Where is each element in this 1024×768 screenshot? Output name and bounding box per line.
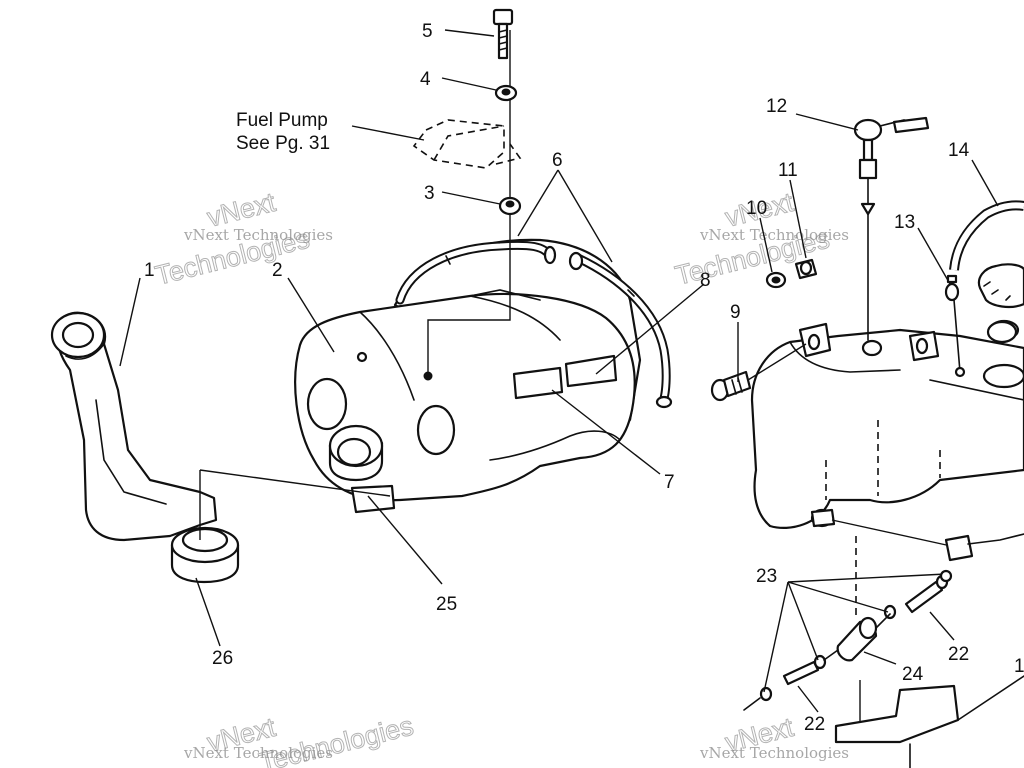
callout-26: 26 <box>212 648 233 669</box>
watermark-left-top: vNext Technologies vNext Technologies <box>152 186 333 291</box>
watermark-right-bottom: vNext vNext Technologies <box>699 711 849 762</box>
watermark-brand-full: vNext Technologies <box>699 744 849 762</box>
fitting-13-part <box>944 274 966 378</box>
callout-11: 11 <box>778 160 798 181</box>
callout-13: 13 <box>894 212 915 233</box>
tank-outlet-fitting <box>328 424 384 482</box>
callout-8: 8 <box>700 270 711 291</box>
callout-3: 3 <box>424 183 435 204</box>
callout-24: 24 <box>902 664 924 685</box>
fastener-10-11 <box>765 258 818 289</box>
callout-12: 12 <box>766 96 787 117</box>
seal-ring-right <box>986 320 1018 344</box>
callout-22-right: 22 <box>948 644 969 665</box>
decal-plate-part <box>199 469 396 540</box>
vent-hose-part <box>395 240 673 409</box>
oil-tank-cap <box>977 263 1024 309</box>
fuel-pump-note: Fuel Pump See Pg. 31 <box>236 110 330 154</box>
callout-23: 23 <box>756 566 777 587</box>
fuel-pump-note-line1: Fuel Pump <box>236 110 328 131</box>
callout-9: 9 <box>730 302 741 323</box>
grommet-part <box>170 526 240 584</box>
leader-lines <box>119 29 999 713</box>
callout-1-right: 1 <box>1014 656 1024 677</box>
callout-labels: 5 4 3 6 2 1 8 7 25 26 9 10 11 12 13 14 2… <box>144 21 1024 735</box>
callout-6: 6 <box>552 150 563 171</box>
watermark-brand-full: vNext Technologies <box>183 226 333 244</box>
fuel-pump-stack <box>412 8 522 372</box>
watermark-left-bottom: vNext Technologies vNext Technologies <box>183 710 417 768</box>
callout-7: 7 <box>664 472 675 493</box>
dipstick-sender-part <box>853 116 930 341</box>
callout-5: 5 <box>422 21 433 42</box>
callout-10: 10 <box>746 198 767 219</box>
callout-22-left: 22 <box>804 714 825 735</box>
hose-14-part <box>949 200 1024 271</box>
callout-2: 2 <box>272 260 283 281</box>
bottom-bracket-part <box>834 675 1024 768</box>
watermark-brand-full: vNext Technologies <box>183 744 333 762</box>
callout-4: 4 <box>420 69 431 90</box>
fuel-line-assembly <box>743 519 1024 736</box>
filler-neck-part <box>50 311 218 542</box>
fuel-pump-note-line2: See Pg. 31 <box>236 133 330 154</box>
callout-1: 1 <box>144 260 155 281</box>
callout-14: 14 <box>948 140 970 161</box>
callout-25: 25 <box>436 594 457 615</box>
watermark-brand-full: vNext Technologies <box>699 226 849 244</box>
